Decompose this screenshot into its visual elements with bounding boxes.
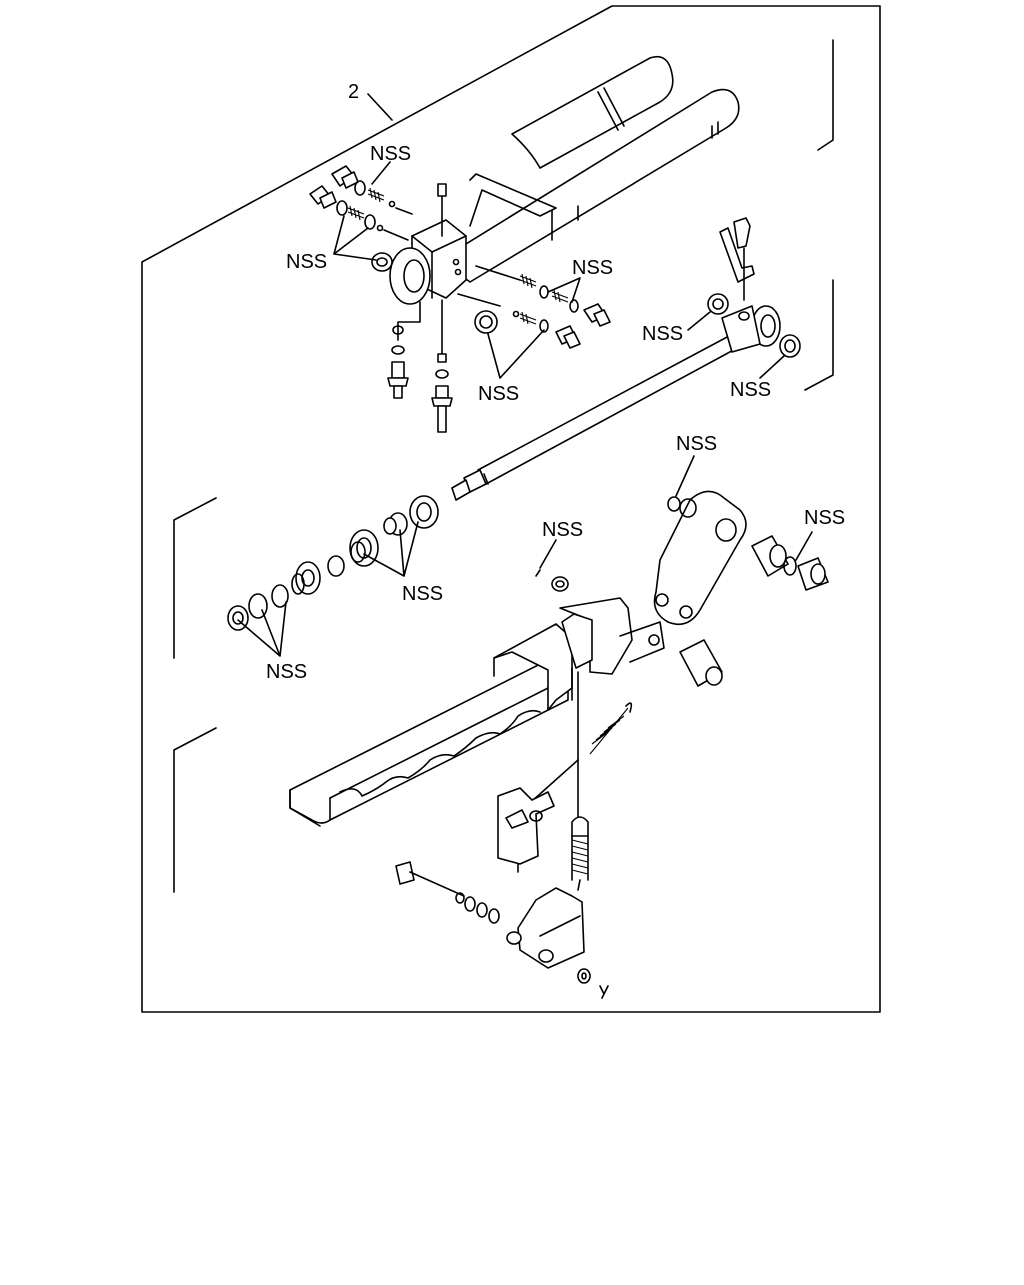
nss-leader-2 (333, 215, 377, 261)
nss-label-6: NSS (478, 383, 519, 405)
valve-block (389, 219, 467, 305)
diagram-frame (141, 5, 881, 1013)
upper-spring (521, 702, 633, 811)
nss-leader-8 (795, 531, 813, 561)
nss-label-11: NSS (266, 661, 307, 683)
tube-bracket (469, 173, 557, 241)
item-number-label: 2 (348, 81, 359, 103)
shaft-end-fitting (707, 293, 801, 358)
pivot-bolt (395, 861, 500, 924)
break-bracket-top-right (817, 39, 834, 151)
break-bracket-left-1 (173, 497, 217, 659)
break-bracket-mid-right (804, 279, 834, 391)
lower-spring (571, 816, 589, 891)
nss-leader-4 (687, 311, 711, 331)
nss-label-2: NSS (286, 251, 327, 273)
upper-right-fittings (457, 265, 611, 349)
nss-leader-11 (237, 601, 287, 657)
lever-arm (653, 490, 747, 626)
nss-leader-10 (363, 521, 419, 577)
block-bottom-fittings (387, 299, 453, 433)
nss-leader-1 (371, 161, 391, 185)
break-bracket-left-2 (173, 727, 217, 893)
nss-leader-9 (539, 539, 557, 569)
nss-leader-3 (547, 277, 581, 303)
item-number-leader (367, 93, 393, 121)
rubber-boot (511, 55, 674, 169)
pivot-bracket (493, 597, 665, 711)
nss-label-7: NSS (676, 433, 717, 455)
cylinder-tube (439, 88, 740, 283)
nss-label-10: NSS (402, 583, 443, 605)
handle-channel (289, 649, 569, 827)
latch-plate-upper (497, 787, 555, 865)
nss-leader-6 (487, 329, 545, 379)
nss-label-1: NSS (370, 143, 411, 165)
nss-label-5: NSS (730, 379, 771, 401)
nss-leader-5 (759, 355, 785, 379)
cross-shaft (451, 327, 753, 501)
lower-fasteners (577, 968, 609, 999)
release-pin (679, 639, 723, 687)
upper-left-fittings (309, 165, 413, 272)
nss-label-4: NSS (642, 323, 683, 345)
nss-label-3: NSS (572, 257, 613, 279)
nss-label-9: NSS (542, 519, 583, 541)
nss-label-8: NSS (804, 507, 845, 529)
pivot-bushings (751, 535, 829, 591)
left-bushing-stack (227, 495, 439, 631)
small-bracket (535, 569, 593, 669)
block-top-pin (437, 183, 447, 237)
nss-leader-7 (675, 455, 695, 497)
latch-plate-lower (506, 887, 585, 969)
shaft-top-bracket (719, 217, 755, 301)
